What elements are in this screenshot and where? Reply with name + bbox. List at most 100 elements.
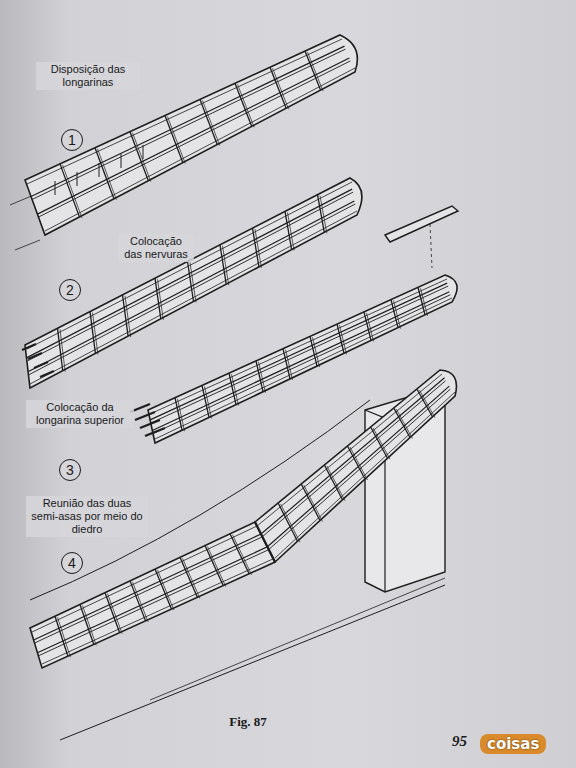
spar <box>28 192 354 361</box>
spar-end <box>28 353 42 359</box>
rib <box>233 535 252 575</box>
rib <box>371 427 388 458</box>
callout-number: 1 <box>68 133 76 147</box>
pin <box>143 145 144 159</box>
rib <box>313 337 320 367</box>
rib <box>273 68 289 109</box>
callout-circle: 3 <box>59 459 81 481</box>
pin <box>99 163 100 177</box>
rib <box>235 83 252 126</box>
step-title: Colocação das nervuras <box>118 234 194 262</box>
trailing-edge <box>275 392 455 558</box>
spar-end <box>34 362 48 368</box>
spar-end <box>140 420 160 428</box>
spar <box>262 381 446 537</box>
dihedral-joint <box>255 522 275 562</box>
rib <box>205 386 212 418</box>
rib <box>320 196 327 234</box>
pin <box>121 154 122 168</box>
rib <box>304 485 323 522</box>
rib <box>205 546 223 586</box>
wing-step-4-right <box>255 370 456 562</box>
rib <box>93 313 98 355</box>
rib <box>108 594 123 634</box>
spar <box>38 550 268 656</box>
rib <box>80 604 94 644</box>
spar-end <box>145 428 165 436</box>
rib <box>419 390 435 418</box>
rib <box>180 557 197 597</box>
step-title: Disposição das longarinas <box>36 62 140 90</box>
rib <box>165 116 183 163</box>
rib <box>155 569 171 609</box>
rib <box>158 570 174 610</box>
watermark: coisas <box>480 734 546 754</box>
spar <box>27 189 353 358</box>
rib <box>83 605 97 645</box>
pin <box>77 172 78 186</box>
callout-circle: 1 <box>61 129 83 151</box>
rib <box>373 428 390 459</box>
rib <box>394 301 401 329</box>
rib <box>98 149 117 200</box>
trailing-edge <box>42 558 275 664</box>
upper-spar <box>385 206 458 242</box>
rib <box>278 503 297 541</box>
rib <box>255 229 261 268</box>
rib <box>208 547 226 587</box>
rib <box>183 558 200 598</box>
rib <box>340 325 347 354</box>
rib <box>95 148 114 199</box>
leading-edge <box>27 182 352 349</box>
spar <box>267 386 449 547</box>
step-title: Colocação da longarina superior <box>26 400 134 428</box>
rib <box>417 389 433 417</box>
rib <box>90 312 95 354</box>
rib <box>190 263 196 303</box>
callout-circle: 4 <box>61 552 83 574</box>
spar <box>37 547 267 653</box>
rib <box>396 409 412 439</box>
rib <box>230 534 249 574</box>
board-line <box>15 240 40 250</box>
rib <box>232 374 239 405</box>
pin <box>55 181 56 195</box>
callout-number: 3 <box>66 463 74 477</box>
rib <box>105 593 120 633</box>
rib <box>270 67 286 108</box>
rib <box>133 582 149 622</box>
rib <box>223 246 229 285</box>
rib <box>130 581 146 621</box>
leading-edge <box>27 39 342 184</box>
callout-number: 2 <box>66 283 74 297</box>
rib <box>308 52 324 91</box>
rib <box>63 165 82 218</box>
rib <box>158 279 164 320</box>
rib <box>203 100 220 145</box>
rib <box>58 617 71 657</box>
rib <box>178 399 185 431</box>
spar-end <box>135 412 155 420</box>
spar <box>261 378 445 534</box>
wing-outline <box>255 370 456 562</box>
rib <box>55 616 68 656</box>
rib <box>200 99 217 144</box>
leading-edge <box>32 526 257 632</box>
spar <box>31 46 345 196</box>
rib <box>305 51 321 90</box>
placement-line <box>430 224 432 268</box>
rib <box>58 328 63 370</box>
rib <box>133 133 151 182</box>
rib <box>348 446 366 479</box>
rib <box>324 465 342 500</box>
rib <box>125 296 131 337</box>
rib <box>281 504 300 542</box>
rib <box>168 117 186 164</box>
wing-outline <box>30 522 275 668</box>
page-number: 95 <box>452 733 467 750</box>
rib <box>60 164 79 217</box>
spar-end <box>40 371 54 377</box>
figure-caption: Fig. 87 <box>229 714 267 730</box>
wing-step-4-left <box>30 522 275 668</box>
